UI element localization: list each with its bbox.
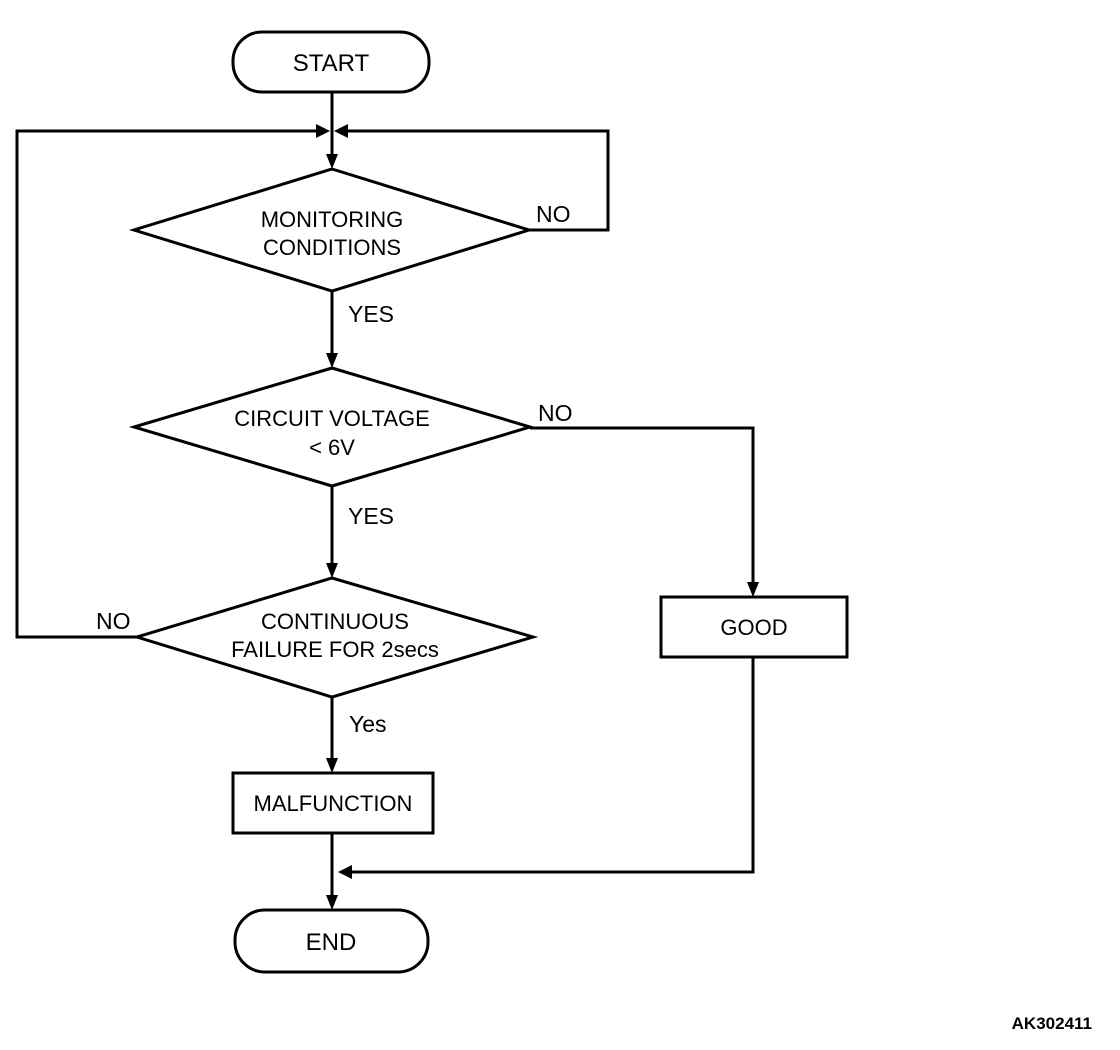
- arrowhead-into-malfunction: [326, 758, 338, 773]
- start-node: [231, 30, 431, 94]
- arrowhead-right-into-junction: [334, 124, 348, 138]
- decision-voltage-line2: < 6V: [309, 435, 355, 460]
- decision-voltage-line1: CIRCUIT VOLTAGE: [234, 406, 430, 431]
- edge-voltage-no: [530, 426, 755, 585]
- end-node: [233, 908, 430, 974]
- decision-circuit-voltage: [128, 366, 536, 488]
- arrowhead-into-end: [326, 895, 338, 910]
- good-node-label: GOOD: [720, 615, 787, 640]
- decision-monitoring-line2: CONDITIONS: [263, 235, 401, 260]
- label-voltage-yes: YES: [348, 503, 394, 529]
- decision-failure-line2: FAILURE FOR 2secs: [231, 637, 439, 662]
- arrowhead-left-into-junction: [316, 124, 330, 138]
- decision-monitoring-line1: MONITORING: [261, 207, 404, 232]
- label-monitoring-yes: YES: [348, 301, 394, 327]
- arrowhead-into-voltage: [326, 353, 338, 368]
- end-node-label: END: [306, 929, 357, 956]
- malfunction-node: [231, 771, 435, 835]
- arrowhead-into-good: [747, 582, 759, 597]
- label-voltage-no: NO: [538, 400, 573, 426]
- arrowhead-into-failure: [326, 563, 338, 578]
- decision-failure-line1: CONTINUOUS: [261, 609, 409, 634]
- edge-good-to-merge: [352, 657, 755, 874]
- label-monitoring-no: NO: [536, 201, 571, 227]
- decision-continuous-failure: [131, 576, 539, 699]
- edge-monitoring-no-loop: [348, 129, 610, 232]
- figure-code-label: AK302411: [1012, 1014, 1092, 1033]
- start-node-label: START: [293, 50, 370, 77]
- arrowhead-into-monitoring: [326, 154, 338, 169]
- label-failure-yes: Yes: [349, 711, 387, 737]
- decision-monitoring-conditions: [128, 167, 535, 293]
- good-node: [659, 595, 849, 659]
- malfunction-node-label: MALFUNCTION: [254, 791, 413, 816]
- label-failure-no: NO: [96, 608, 131, 634]
- edge-failure-no-loop: [15, 129, 316, 639]
- arrowhead-into-merge: [338, 865, 352, 879]
